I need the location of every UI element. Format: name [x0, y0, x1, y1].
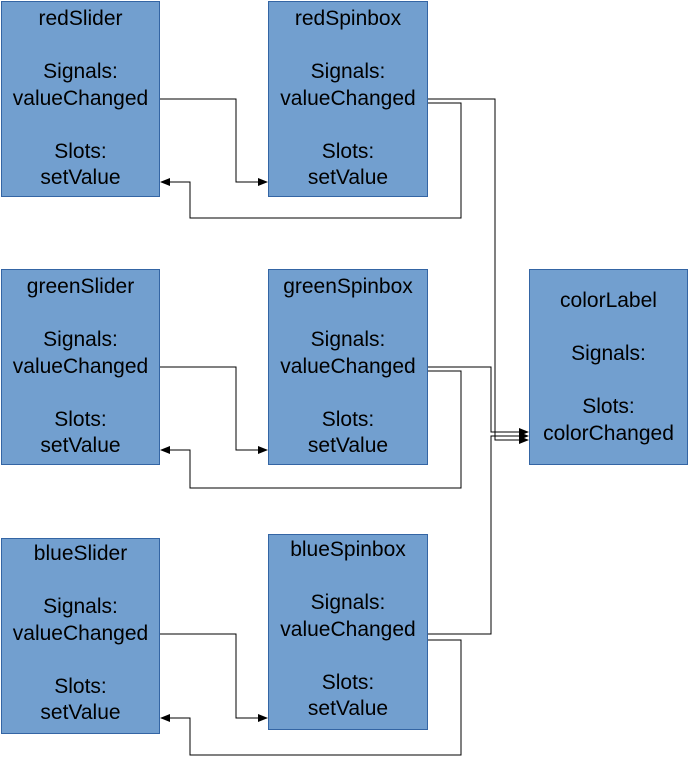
redspinbox-node: redSpinbox Signals: valueChanged Slots: … [268, 1, 428, 197]
slots-label: Slots: [54, 407, 107, 431]
slots-label: Slots: [54, 674, 107, 698]
slot-name: setValue [307, 166, 389, 189]
wire-greenspinbox-to-colorlabel [428, 366, 529, 436]
wire-greenslider-to-greenspinbox [160, 366, 268, 454]
signal-name: valueChanged [280, 86, 416, 110]
node-title: greenSpinbox [283, 275, 413, 298]
wire-redspinbox-to-colorlabel [428, 98, 529, 444]
slots-label: Slots: [321, 407, 375, 431]
signals-label: Signals: [310, 328, 386, 351]
node-title: redSlider [38, 7, 123, 30]
wire-bluespinbox-to-blueslider [160, 639, 462, 756]
slots-label: Slots: [321, 139, 375, 163]
blueslider-node: blueSlider Signals: valueChanged Slots: … [1, 538, 160, 734]
node-title: blueSlider [33, 542, 128, 565]
signals-label: Signals: [310, 60, 386, 83]
signal-name: valueChanged [12, 354, 149, 378]
signals-label: Signals: [43, 595, 118, 618]
node-title: colorLabel [560, 289, 657, 312]
wire-redslider-to-redspinbox [160, 98, 268, 186]
node-title: redSpinbox [294, 7, 402, 30]
node-title: blueSpinbox [290, 538, 406, 561]
signals-label: Signals: [310, 591, 386, 614]
wire-blueslider-to-bluespinbox [160, 633, 268, 722]
node-title: greenSlider [26, 275, 135, 298]
slot-name: setValue [40, 701, 121, 724]
slots-label: Slots: [582, 395, 635, 418]
slots-label: Slots: [321, 670, 375, 694]
signal-name: valueChanged [280, 617, 416, 641]
greenspinbox-node: greenSpinbox Signals: valueChanged Slots… [268, 269, 428, 465]
signal-name: valueChanged [12, 86, 149, 110]
greenslider-node: greenSlider Signals: valueChanged Slots:… [1, 269, 160, 465]
colorlabel-node: colorLabel Signals: Slots: colorChanged [529, 269, 688, 465]
slots-label: Slots: [54, 139, 107, 163]
slot-name: colorChanged [543, 421, 674, 445]
slot-name: setValue [307, 434, 389, 457]
wire-redspinbox-to-redslider [160, 102, 462, 219]
signals-label: Signals: [43, 328, 118, 351]
slot-name: setValue [40, 434, 121, 457]
slot-name: setValue [40, 166, 121, 189]
signal-name: valueChanged [12, 621, 149, 645]
bluespinbox-node: blueSpinbox Signals: valueChanged Slots:… [268, 534, 428, 730]
signals-label: Signals: [571, 342, 646, 365]
redslider-node: redSlider Signals: valueChanged Slots: s… [1, 1, 160, 197]
wire-greenspinbox-to-greenslider [160, 370, 462, 489]
wire-bluespinbox-to-colorlabel [428, 432, 529, 635]
signals-label: Signals: [43, 60, 118, 83]
signal-name: valueChanged [280, 354, 416, 378]
slot-name: setValue [307, 697, 389, 720]
